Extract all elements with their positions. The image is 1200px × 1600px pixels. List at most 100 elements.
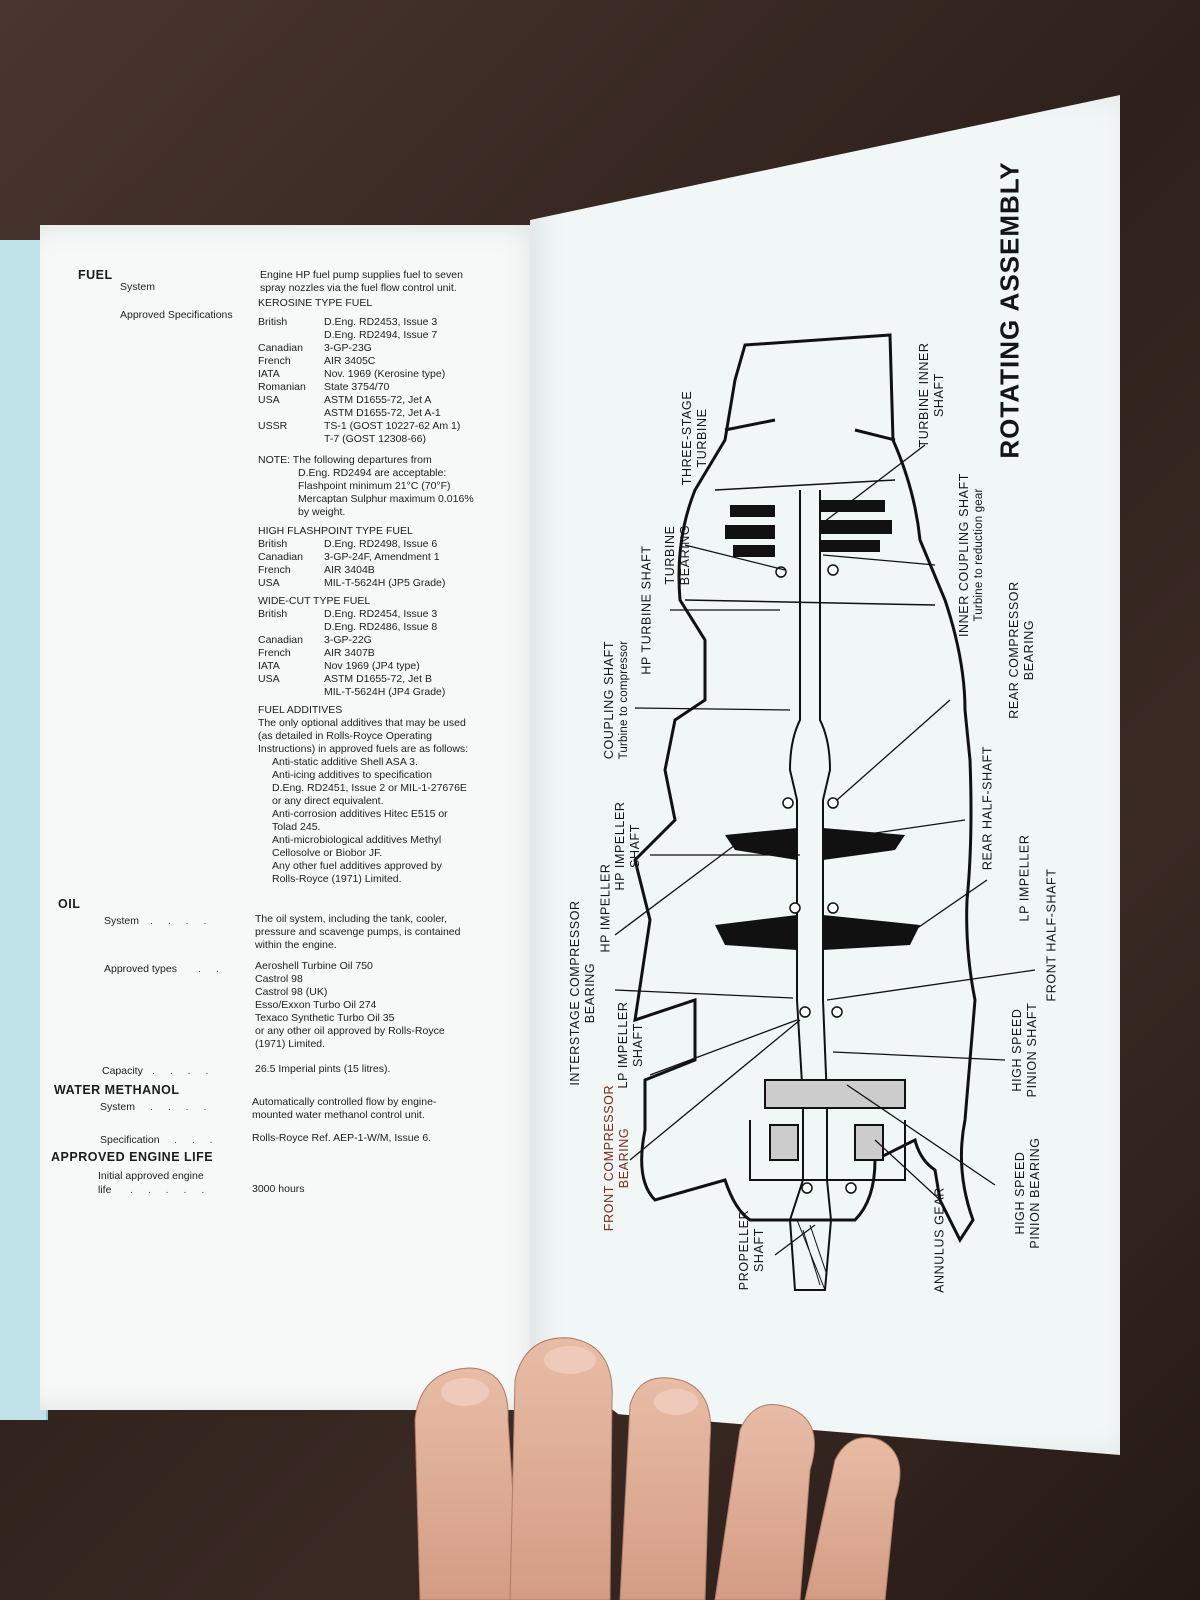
callout-line: BEARING [1022, 619, 1036, 681]
spec-value: MIL-T-5624H (JP5 Grade) [324, 577, 446, 589]
spec-value: ASTM D1655-72, Jet A-1 [324, 407, 441, 419]
wide-cut-title: WIDE-CUT TYPE FUEL [258, 595, 371, 607]
spec-country: Canadian [258, 551, 303, 563]
oil-types-label: Approved types [104, 963, 177, 975]
list-item: Aeroshell Turbine Oil 750 [255, 960, 373, 972]
callout-inner-coupling-shaft: INNER COUPLING SHAFT Turbine to reductio… [957, 473, 987, 637]
callout-turbine-bearing: TURBINE BEARING [663, 525, 693, 585]
note-line: NOTE: The following departures from [258, 454, 432, 466]
callout-line: HIGH SPEED [1013, 1151, 1027, 1235]
callout-line: THREE-STAGE [680, 390, 694, 486]
spec-value: 3-GP-24F, Amendment 1 [324, 551, 440, 563]
text-line: spray nozzles via the fuel flow control … [260, 282, 457, 294]
list-item: Tolad 245. [272, 821, 321, 833]
callout-hp-turbine-shaft: HP TURBINE SHAFT [640, 545, 655, 674]
callout-high-speed-pinion-bearing: HIGH SPEED PINION BEARING [1013, 1137, 1043, 1248]
spec-row: French AIR 3405C [258, 355, 474, 368]
callout-propeller-shaft: PROPELLER SHAFT [737, 1210, 767, 1290]
spec-country: USA [258, 577, 280, 589]
bearings [775, 564, 857, 1194]
spec-value: T-7 (GOST 12308-66) [324, 433, 426, 445]
callout-front-half-shaft: FRONT HALF-SHAFT [1045, 869, 1060, 1002]
callout-line: ANNULUS GEAR [932, 1187, 947, 1293]
list-item: or any other oil approved by Rolls-Royce [255, 1025, 445, 1037]
list-item: D.Eng. RD2451, Issue 2 or MIL-1-27676E [272, 782, 467, 794]
list-item: Cellosolve or Biobor JF. [272, 847, 383, 859]
callout-line: BEARING [583, 962, 597, 1024]
spec-country [258, 686, 324, 699]
leader-dots: . . . . [152, 1065, 215, 1077]
text-line: within the engine. [255, 939, 337, 951]
spec-country [258, 329, 324, 342]
spec-value: 3-GP-22G [324, 634, 372, 646]
text-line: The only optional additives that may be … [258, 717, 466, 729]
callout-line: HIGH SPEED [1010, 1008, 1024, 1092]
spec-country [258, 407, 324, 420]
engine-cutaway-diagram [614, 333, 1036, 1291]
water-spec-label: Specification [100, 1134, 160, 1146]
callout-line: HP IMPELLER [613, 801, 627, 891]
text-line: pressure and scavenge pumps, is containe… [255, 926, 461, 938]
list-item: or any direct equivalent. [272, 795, 384, 807]
callout-line: LP IMPELLER [616, 1001, 630, 1089]
oil-system-label: System [104, 915, 140, 927]
spec-value: AIR 3405C [324, 355, 376, 367]
callout-line: LP IMPELLER [1017, 834, 1032, 922]
callout-line: INTERSTAGE COMPRESSOR [568, 900, 582, 1086]
note-line: by weight. [298, 506, 346, 518]
spec-country [258, 433, 324, 446]
callout-line: SHAFT [628, 824, 642, 868]
list-item: Esso/Exxon Turbo Oil 274 [255, 999, 377, 1011]
left-page: FUEL System Engine HP fuel pump supplies… [40, 225, 550, 1410]
callout-rear-half-shaft: REAR HALF-SHAFT [981, 746, 996, 870]
callout-line: FRONT COMPRESSOR [602, 1084, 616, 1232]
list-item: Castrol 98 [255, 973, 303, 985]
note-line: D.Eng. RD2494 are acceptable: [298, 467, 447, 479]
hand-holding-booklet [414, 1337, 901, 1600]
spec-country: Canadian [258, 342, 303, 354]
spec-country: French [258, 355, 291, 367]
callout-line: HP TURBINE SHAFT [639, 545, 654, 675]
callout-high-speed-pinion-shaft: HIGH SPEED PINION SHAFT [1010, 1003, 1040, 1098]
list-item: Any other fuel additives approved by [272, 860, 442, 872]
callout-line: PINION BEARING [1028, 1137, 1042, 1249]
spec-value: D.Eng. RD2453, Issue 3 [324, 316, 438, 328]
callout-front-compressor-bearing: FRONT COMPRESSOR BEARING [602, 1085, 632, 1231]
list-item: Anti-microbiological additives Methyl [272, 834, 442, 846]
engine-life-label: Initial approved engine [98, 1170, 204, 1182]
water-system-text: Automatically controlled flow by engine-… [252, 1096, 436, 1122]
spec-value: Nov. 1969 (Kerosine type) [324, 368, 446, 380]
text-line: Automatically controlled flow by engine- [252, 1096, 437, 1108]
callout-annulus-gear: ANNULUS GEAR [933, 1187, 948, 1293]
spec-country: USA [258, 394, 280, 406]
callout-three-stage-turbine: THREE-STAGE TURBINE [680, 391, 710, 486]
spec-value: D.Eng. RD2454, Issue 3 [324, 608, 438, 620]
engine-life-value: 3000 hours [252, 1183, 305, 1195]
callout-line: TURBINE [695, 408, 709, 468]
callout-lp-impeller: LP IMPELLER [1018, 835, 1033, 922]
spec-value: D.Eng. RD2494, Issue 7 [324, 329, 438, 341]
list-item: Anti-icing additives to specification [272, 769, 432, 781]
callout-line: SHAFT [932, 373, 946, 417]
spec-country: USSR [258, 420, 288, 432]
impellers [715, 828, 920, 950]
additives-intro: The only optional additives that may be … [258, 717, 474, 756]
callout-line: REAR HALF-SHAFT [980, 745, 995, 871]
spec-value: TS-1 (GOST 10227-62 Am 1) [324, 420, 461, 432]
callout-line: PINION SHAFT [1025, 1002, 1039, 1098]
callout-line: COUPLING SHAFT [602, 640, 616, 760]
callout-interstage-compressor-bearing: INTERSTAGE COMPRESSOR BEARING [568, 900, 598, 1085]
fuel-approved-label: Approved Specifications [120, 309, 233, 321]
turbine-blades [725, 500, 892, 557]
water-system-label: System [100, 1101, 136, 1113]
